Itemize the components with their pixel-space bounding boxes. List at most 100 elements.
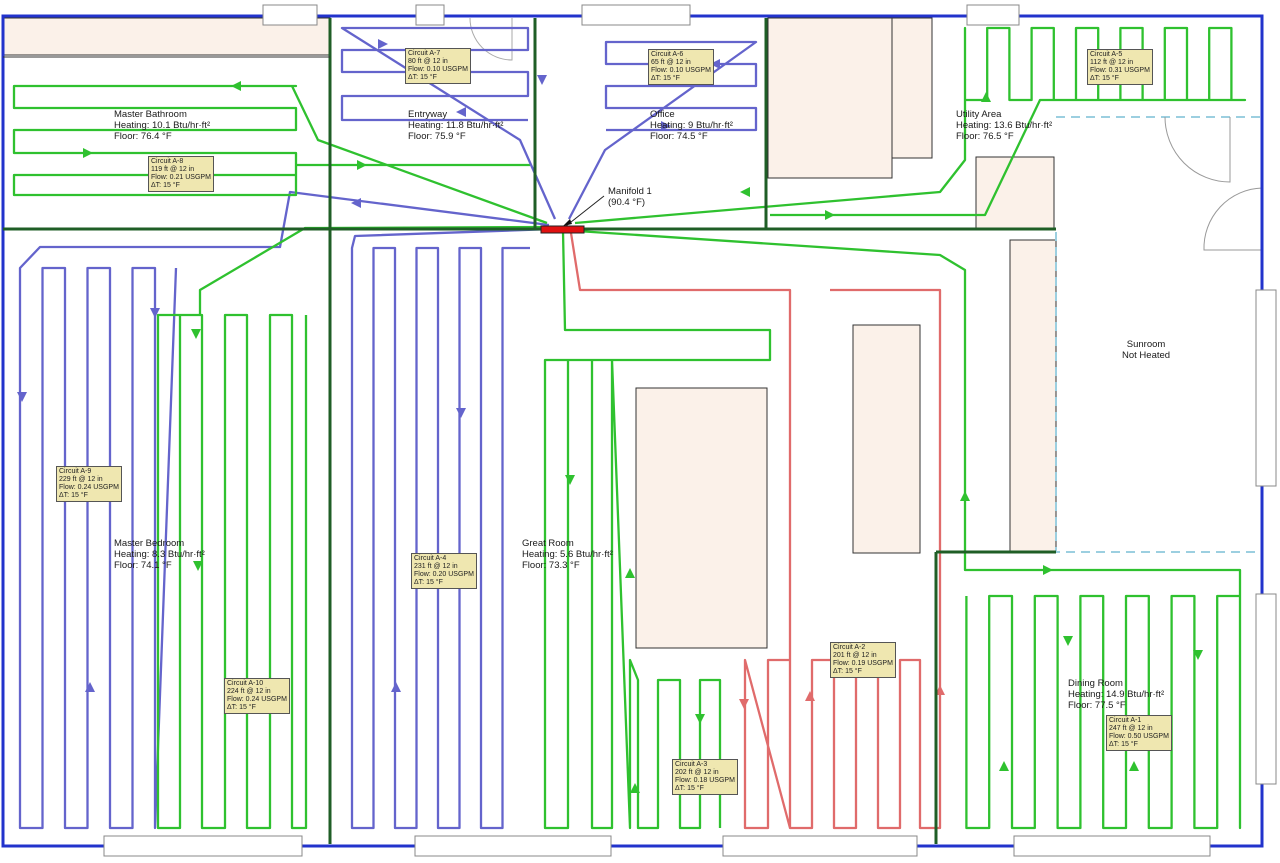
room-name: Sunroom [1126, 339, 1166, 350]
flow-arrow [695, 714, 705, 724]
circuit-flow: Flow: 0.10 USGPM [408, 66, 468, 73]
flow-arrow [630, 783, 640, 793]
manifold-leader-arrow [563, 219, 572, 226]
room-label-office: Office Heating: 9 Btu/hr·ft² Floor: 74.5… [650, 109, 733, 142]
circuit-tag-a3[interactable]: Circuit A-3 202 ft @ 12 in Flow: 0.18 US… [672, 759, 738, 795]
circuit-tag-a1[interactable]: Circuit A-1 247 ft @ 12 in Flow: 0.50 US… [1106, 715, 1172, 751]
flow-arrow [960, 491, 970, 501]
circuit-flow: Flow: 0.50 USGPM [1109, 733, 1169, 740]
windows-layer [103, 4, 1277, 857]
window [415, 4, 445, 26]
circuit-flow: Flow: 0.24 USGPM [227, 696, 287, 703]
flow-arrows-layer [17, 39, 1203, 793]
room-floor-temp: Floor: 74.1 °F [114, 560, 172, 571]
circuit-length: 224 ft @ 12 in [227, 688, 271, 695]
manifold-label: Manifold 1 (90.4 °F) [608, 186, 652, 208]
room-heating: Heating: 13.6 Btu/hr·ft² [956, 120, 1053, 131]
furniture-block [852, 324, 921, 554]
manifold-layer [540, 195, 605, 234]
room-heating: Heating: 10.1 Btu/hr·ft² [114, 120, 211, 131]
circuit-name: Circuit A-9 [59, 468, 92, 475]
manifold-temp: (90.4 °F) [608, 197, 646, 208]
circuit-delta-t: ΔT: 15 °F [227, 704, 256, 711]
manifold-name: Manifold 1 [608, 186, 652, 197]
circuit-tag-a4[interactable]: Circuit A-4 231 ft @ 12 in Flow: 0.20 US… [411, 553, 477, 589]
flow-arrow [193, 561, 203, 571]
circuit-length: 247 ft @ 12 in [1109, 725, 1153, 732]
circuit-flow: Flow: 0.10 USGPM [651, 67, 711, 74]
circuit-name: Circuit A-1 [1109, 717, 1142, 724]
room-label-master-bathroom: Master Bathroom Heating: 10.1 Btu/hr·ft²… [114, 109, 210, 142]
furniture-block [1009, 239, 1057, 553]
room-heating: Heating: 5.6 Btu/hr·ft² [522, 549, 613, 560]
circuit-delta-t: ΔT: 15 °F [1109, 741, 1138, 748]
window [722, 835, 918, 857]
circuit-delta-t: ΔT: 15 °F [1090, 75, 1119, 82]
room-name: Dining Room [1068, 678, 1123, 689]
circuit-delta-t: ΔT: 15 °F [675, 785, 704, 792]
flow-arrow [805, 691, 815, 701]
room-heating: Heating: 8.3 Btu/hr·ft² [114, 549, 205, 560]
flow-arrow [625, 568, 635, 578]
flow-arrow [981, 92, 991, 102]
circuit-length: 65 ft @ 12 in [651, 59, 691, 66]
flow-arrow [537, 75, 547, 85]
room-name: Master Bathroom [114, 109, 187, 120]
flow-arrow [999, 761, 1009, 771]
radiant-loops-layer [12, 26, 1247, 830]
furniture-block [635, 387, 768, 649]
circuit-delta-t: ΔT: 15 °F [59, 492, 88, 499]
flow-arrow [739, 699, 749, 709]
circuit-name: Circuit A-5 [1090, 51, 1123, 58]
room-label-master-bedroom: Master Bedroom Heating: 8.3 Btu/hr·ft² F… [114, 538, 205, 571]
room-label-sunroom: Sunroom Not Heated [1122, 339, 1170, 361]
circuit-length: 119 ft @ 12 in [151, 166, 195, 173]
flow-arrow [357, 160, 367, 170]
room-heating: Heating: 14.9 Btu/hr·ft² [1068, 689, 1165, 700]
furniture-block [767, 17, 893, 179]
radiant-loop [576, 229, 1242, 830]
door-swing [1203, 187, 1263, 251]
radiant-loop [156, 225, 552, 830]
circuit-length: 112 ft @ 12 in [1090, 59, 1134, 66]
circuit-tag-a6[interactable]: Circuit A-6 65 ft @ 12 in Flow: 0.10 USG… [648, 49, 714, 85]
flow-arrow [456, 408, 466, 418]
flow-arrow [740, 187, 750, 197]
circuit-flow: Flow: 0.31 USGPM [1090, 67, 1150, 74]
circuit-name: Circuit A-4 [414, 555, 447, 562]
circuit-tag-a9[interactable]: Circuit A-9 229 ft @ 12 in Flow: 0.24 US… [56, 466, 122, 502]
flow-arrow [83, 148, 93, 158]
flow-arrow [391, 682, 401, 692]
flow-arrow [1043, 565, 1053, 575]
circuit-name: Circuit A-3 [675, 761, 708, 768]
room-name: Utility Area [956, 109, 1002, 120]
room-heating: Not Heated [1122, 350, 1171, 361]
circuit-flow: Flow: 0.20 USGPM [414, 571, 474, 578]
circuit-name: Circuit A-7 [408, 50, 441, 57]
furniture-block [891, 17, 933, 159]
flow-arrow [85, 682, 95, 692]
window [414, 835, 612, 857]
circuit-length: 80 ft @ 12 in [408, 58, 448, 65]
room-label-great-room: Great Room Heating: 5.6 Btu/hr·ft² Floor… [522, 538, 613, 571]
circuit-name: Circuit A-8 [151, 158, 184, 165]
door-swing [1164, 116, 1231, 183]
radiant-loop [543, 230, 772, 830]
circuit-flow: Flow: 0.21 USGPM [151, 174, 211, 181]
circuit-tag-a7[interactable]: Circuit A-7 80 ft @ 12 in Flow: 0.10 USG… [405, 48, 471, 84]
flow-arrow [710, 59, 720, 69]
flow-arrow [378, 39, 388, 49]
flow-arrow [351, 198, 361, 208]
radiant-loop [567, 40, 758, 220]
flow-arrow [231, 81, 241, 91]
room-heating: Heating: 11.8 Btu/hr·ft² [408, 120, 504, 131]
circuit-tag-a5[interactable]: Circuit A-5 112 ft @ 12 in Flow: 0.31 US… [1087, 49, 1153, 85]
window [103, 835, 303, 857]
circuit-tag-a8[interactable]: Circuit A-8 119 ft @ 12 in Flow: 0.21 US… [148, 156, 214, 192]
circuit-tag-a10[interactable]: Circuit A-10 224 ft @ 12 in Flow: 0.24 U… [224, 678, 290, 714]
flow-arrow [17, 392, 27, 402]
circuit-delta-t: ΔT: 15 °F [833, 668, 862, 675]
circuit-name: Circuit A-6 [651, 51, 684, 58]
circuit-tag-a2[interactable]: Circuit A-2 201 ft @ 12 in Flow: 0.19 US… [830, 642, 896, 678]
